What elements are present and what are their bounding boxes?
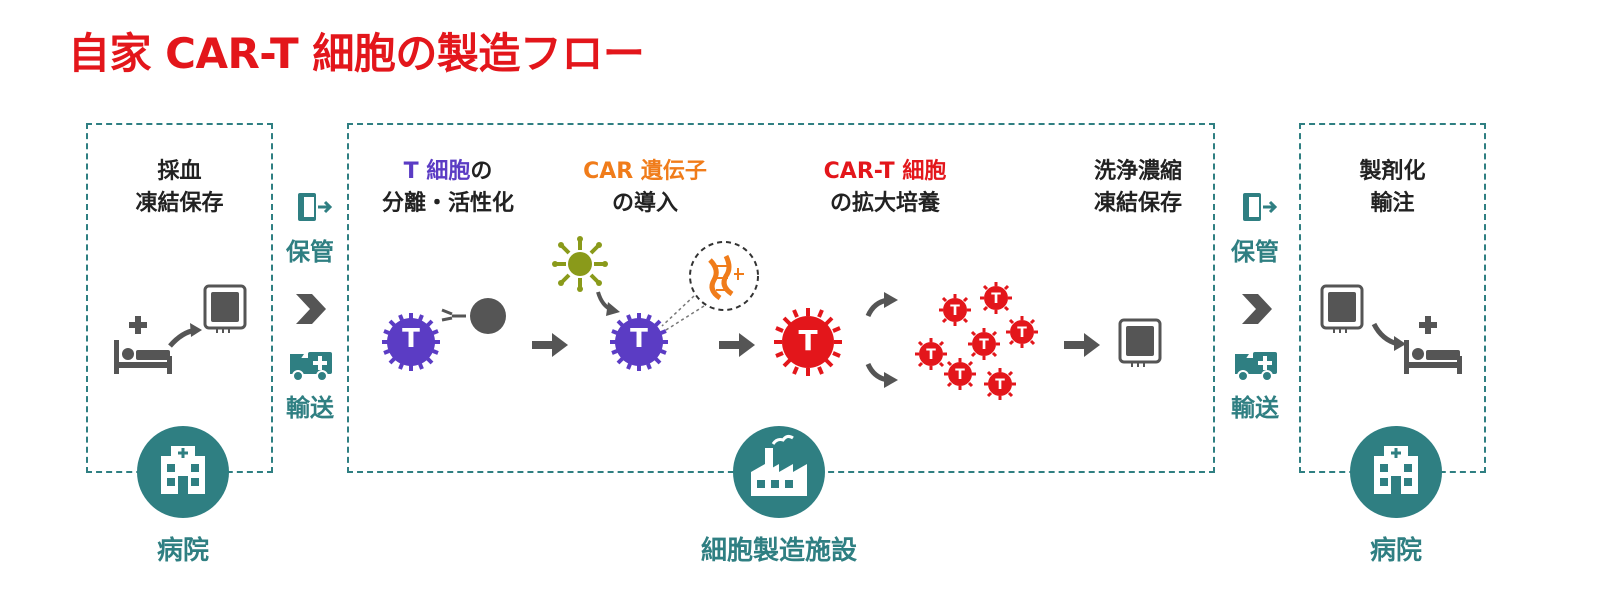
arrow-right-icon <box>532 333 568 357</box>
split-arrow-up-icon <box>865 292 898 318</box>
car-t-cell-small: T <box>1006 316 1038 348</box>
dna-callout-icon <box>661 241 759 331</box>
cell-bag-icon <box>1320 284 1364 333</box>
t-cell-purple <box>610 313 668 371</box>
step-line1: 洗浄濃縮 <box>1093 159 1182 184</box>
chevron-right-icon <box>296 294 326 324</box>
step-line2: 凍結保存 <box>135 191 224 216</box>
hospital-label-right: 病院 <box>1369 536 1422 566</box>
svg-text:T: T <box>995 377 1005 393</box>
step-wash-freeze: 洗浄濃縮 凍結保存 <box>1068 156 1208 220</box>
antibody-bead-icon <box>441 298 506 334</box>
car-t-cell-small: T <box>915 338 947 370</box>
step-line1: CAR-T 細胞 <box>823 159 947 184</box>
svg-text:T: T <box>991 291 1001 307</box>
page-title: 自家 CAR-T 細胞の製造フロー <box>68 29 645 78</box>
arrow-up-right-icon <box>168 323 202 348</box>
svg-text:T: T <box>950 303 960 319</box>
step-line1: 製剤化 <box>1359 159 1426 184</box>
transport-label-left: 輸送 <box>286 394 334 422</box>
storage-door-icon <box>1243 193 1278 221</box>
storage-label-left: 保管 <box>286 238 334 266</box>
arrow-right-icon <box>1064 333 1100 357</box>
chevron-right-icon <box>1242 294 1272 324</box>
step-line1: 採血 <box>157 159 202 184</box>
arrow-right-icon <box>719 333 755 357</box>
arrow-down-right-icon <box>596 291 620 316</box>
car-t-cell-small: T <box>980 282 1012 314</box>
ambulance-icon <box>1235 352 1277 382</box>
step-line2: 凍結保存 <box>1093 191 1182 216</box>
virus-vector-icon <box>552 236 608 292</box>
t-suffix: の <box>470 159 493 184</box>
ambulance-icon <box>290 352 332 382</box>
patient-bed-icon <box>114 316 172 374</box>
hospital-icon <box>1350 426 1442 518</box>
transport-label-right: 輸送 <box>1231 394 1279 422</box>
storage-door-icon <box>298 193 333 221</box>
t-cell-purple <box>382 313 440 371</box>
split-arrow-down-icon <box>865 362 898 388</box>
hospital-right-step: 製剤化 輸注 <box>1299 156 1486 220</box>
hospital-icon <box>137 426 229 518</box>
car-t-cell-small: T <box>944 358 976 390</box>
car-t-cell-small: T <box>939 294 971 326</box>
svg-text:T: T <box>1017 325 1027 341</box>
car-t-cell-small: T <box>984 368 1016 400</box>
t-cell-letter: T <box>402 324 420 354</box>
step-line1: CAR 遺伝子 <box>583 159 707 184</box>
cell-bag-icon <box>203 284 247 333</box>
step-line2: 分離・活性化 <box>381 191 514 216</box>
step-line2: の導入 <box>611 191 678 216</box>
t-cell-letter: T <box>798 324 818 357</box>
t-letter: T <box>403 159 419 184</box>
hospital-left-step: 採血 凍結保存 <box>86 156 273 220</box>
svg-text:T: T <box>926 347 936 363</box>
step-line2: 輸注 <box>1370 191 1415 216</box>
step-line2: の拡大培養 <box>829 191 940 216</box>
facility-label: 細胞製造施設 <box>700 536 857 566</box>
car-t-cell-small: T <box>968 328 1000 360</box>
cell-bag-icon <box>1118 318 1162 367</box>
step-t-cell-isolation: T 細胞の 分離・活性化 <box>368 156 528 220</box>
step-car-gene-transfer: CAR 遺伝子 の導入 <box>560 156 730 220</box>
svg-text:T: T <box>955 367 965 383</box>
arrow-down-right-icon <box>1371 322 1406 351</box>
t-cell-letter: T <box>630 324 648 354</box>
storage-label-right: 保管 <box>1231 238 1279 266</box>
patient-bed-icon <box>1404 316 1462 374</box>
svg-text:T: T <box>979 337 989 353</box>
factory-icon <box>733 426 825 518</box>
step-car-t-expansion: CAR-T 細胞 の拡大培養 <box>800 156 970 220</box>
car-t-cell-red <box>774 308 842 376</box>
t-suffix-colored: 細胞 <box>418 159 471 184</box>
hospital-label-left: 病院 <box>156 536 209 566</box>
